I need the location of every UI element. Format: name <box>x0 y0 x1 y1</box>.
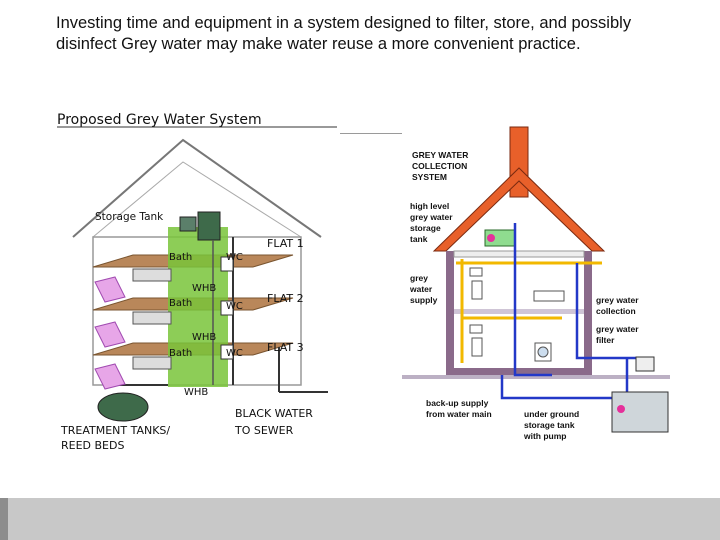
proposed-grey-water-diagram: Proposed Grey Water System S <box>53 107 340 457</box>
washing-machine-drum-icon <box>537 346 549 358</box>
whb-label-2: WHB <box>192 332 216 343</box>
ground-floor <box>446 368 592 375</box>
backup-label-2: from water main <box>426 409 492 419</box>
footer-bar <box>0 498 720 540</box>
tank-head-icon <box>179 216 197 232</box>
wc-label-3: WC <box>226 348 243 359</box>
black-water-label-2: TO SEWER <box>234 424 294 437</box>
treatment-label-2: REED BEDS <box>61 439 124 452</box>
left-title: Proposed Grey Water System <box>57 112 262 128</box>
collection-pipe <box>575 263 642 360</box>
roof <box>432 167 606 252</box>
ceiling <box>453 250 585 258</box>
lower-wc-icon <box>471 337 483 357</box>
upper-wc-cistern-icon <box>469 267 483 277</box>
high-level-label-2: grey water <box>410 212 453 222</box>
ground-line <box>402 375 670 379</box>
bath-label-3: Bath <box>169 348 192 359</box>
grey-supply-label-3: supply <box>410 295 438 305</box>
right-wall <box>584 251 592 373</box>
high-level-label-1: high level <box>410 201 449 211</box>
underground-label-1: under ground <box>524 409 579 419</box>
filter-label-1: grey water <box>596 324 639 334</box>
treatment-label-1: TREATMENT TANKS/ <box>60 424 170 437</box>
upper-floor <box>454 309 584 314</box>
proposed-system-illustration: Proposed Grey Water System S <box>57 112 337 452</box>
right-title-line-1: GREY WATER <box>412 150 468 160</box>
right-title-line-2: COLLECTION <box>412 161 467 171</box>
flat-label-2: FLAT 2 <box>267 292 304 305</box>
roof-outline <box>72 138 322 238</box>
upper-bath-icon <box>533 290 565 302</box>
collection-label-1: grey water <box>596 295 639 305</box>
grey-water-filter-icon <box>635 356 655 372</box>
roof-inner-line <box>92 161 302 238</box>
underground-pump-icon <box>617 405 625 413</box>
bath-3-icon <box>132 356 172 370</box>
underground-label-3: with pump <box>523 431 567 441</box>
wc-1-icon <box>220 256 234 272</box>
whb-label-1: WHB <box>192 283 216 294</box>
shower-1-icon <box>94 276 126 303</box>
storage-tank-label: Storage Tank <box>95 211 164 223</box>
divider-line <box>338 133 402 134</box>
treatment-tank-icon <box>97 392 149 422</box>
flat-label-1: FLAT 1 <box>267 237 304 250</box>
bath-label-1: Bath <box>169 252 192 263</box>
black-water-label-1: BLACK WATER <box>235 407 313 420</box>
grey-supply-label-1: grey <box>410 273 428 283</box>
lower-wc-cistern-icon <box>469 324 483 334</box>
wc-3-icon <box>220 344 234 360</box>
left-wall <box>446 251 454 373</box>
high-level-label-3: storage <box>410 223 441 233</box>
shower-3-icon <box>94 363 126 390</box>
wc-label-2: WC <box>226 301 243 312</box>
bath-label-2: Bath <box>169 298 192 309</box>
bath-2-icon <box>132 311 172 325</box>
collection-label-2: collection <box>596 306 636 316</box>
backup-label-1: back-up supply <box>426 398 489 408</box>
tank-pump-icon <box>487 234 495 242</box>
main-water-pipe <box>513 223 552 377</box>
flat-label-3: FLAT 3 <box>267 341 304 354</box>
upper-wc-icon <box>471 280 483 300</box>
grey-water-collection-diagram: GREY WATER COLLECTION SYSTEM high level … <box>402 113 670 458</box>
right-title-line-3: SYSTEM <box>412 172 447 182</box>
backup-supply-pipe <box>500 375 612 400</box>
underground-label-2: storage tank <box>524 420 575 430</box>
bath-1-icon <box>132 268 172 282</box>
high-level-label-4: tank <box>410 234 428 244</box>
shower-2-icon <box>94 321 126 348</box>
whb-label-3: WHB <box>184 387 208 398</box>
intro-text: Investing time and equipment in a system… <box>56 14 632 53</box>
footer-accent <box>0 498 8 540</box>
central-core <box>168 227 228 387</box>
filter-label-2: filter <box>596 335 615 345</box>
wc-2-icon <box>220 300 234 316</box>
storage-tank-icon <box>197 211 221 241</box>
wc-label-1: WC <box>226 252 243 263</box>
collection-system-illustration: GREY WATER COLLECTION SYSTEM high level … <box>402 126 670 441</box>
grey-supply-label-2: water <box>409 284 433 294</box>
